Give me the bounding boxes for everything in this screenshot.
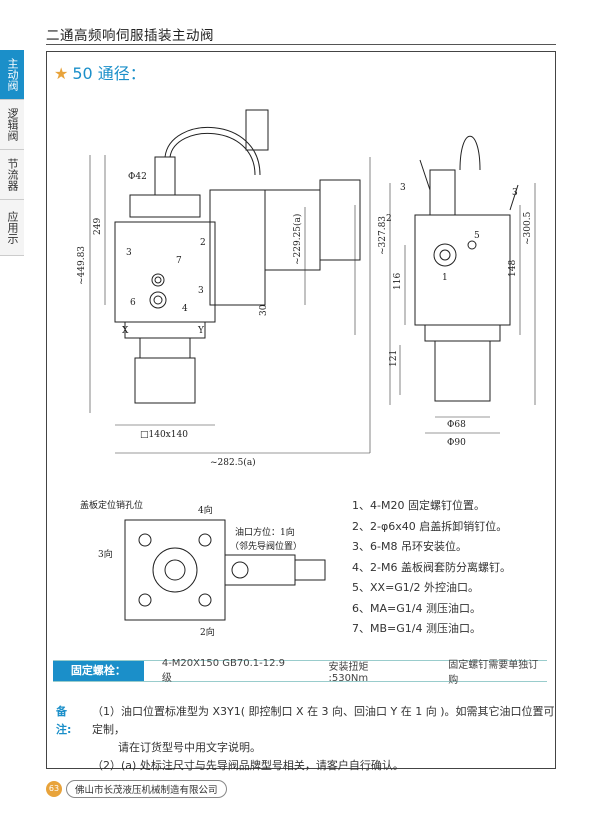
label-n7: 7 [176,256,182,266]
label-n6: 6 [130,298,136,308]
star-icon: ★ [54,64,69,83]
label-148: 148 [508,260,518,277]
label-phi90: Φ90 [447,438,466,448]
label-140: □140x140 [140,430,188,440]
label-n3-side: 3 [400,183,406,193]
valve-drawing: Φ42 ~449.83 249 ~229.25(a) 30 □140x140 ~… [77,109,536,468]
label-x: X [122,326,129,336]
note-item: 6、MA=G1/4 测压油口。 [352,601,481,615]
note-item: 2、2-φ6x40 启盖拆卸销钉位。 [352,519,508,533]
coil-housing [154,156,176,196]
label-locating-hole: 盖板定位销孔位 [80,499,143,511]
label-n4: 4 [182,304,188,314]
side-tab-application[interactable]: 应用示例 [0,200,24,256]
label-n2-side: 2 [386,214,392,224]
remark-line: （2）(a) 处标注尺寸与先导阀品牌型号相关，请客户自行确认。 [92,759,404,772]
label-oil-port-note: （邻先导阀位置） [230,540,302,552]
content-frame [46,51,556,769]
pilot-valve [209,189,266,306]
label-n1: 1 [442,273,448,283]
bolt-note: 固定螺钉需要单独订购 [448,660,539,686]
label-n3: 3 [126,248,132,258]
side-tab-throttle[interactable]: 节流器 [0,150,24,200]
label-n3-side-right: 3 [512,188,518,198]
bolt-label: 固定螺栓： [53,661,144,681]
plan-view-drawing: 盖板定位销孔位 4向 3向 2向 油口方位：1向 （邻先导阀位置） [80,499,326,638]
bolt-torque: 安装扭矩 :530Nm [328,662,369,684]
side-view-block [414,214,511,326]
cartridge-sleeve [134,357,196,404]
side-tabs: 主动阀 逻辑阀 节流器 应用示例 [0,50,24,256]
side-tab-logic-valve[interactable]: 逻辑阀 [0,100,24,150]
note-item: 7、MB=G1/4 测压油口。 [352,622,481,635]
title-rule [46,44,556,45]
label-449: ~449.83 [77,246,87,285]
section-heading: ★50 通径： [54,60,146,84]
label-oil-port: 油口方位：1向 [235,526,295,538]
note-item: 3、6-M8 吊环安装位。 [352,540,467,553]
label-30: 30 [259,304,269,316]
label-282: ~282.5(a) [210,457,256,468]
label-n2: 2 [200,238,206,248]
label-dir3: 3向 [98,548,113,560]
label-dir2: 2向 [200,626,215,638]
label-249: 249 [93,218,103,235]
label-dir4: 4向 [198,504,213,516]
label-n5: 5 [474,231,480,241]
plan-cover [124,519,226,621]
label-327: ~327.83 [378,216,388,255]
page-number: 63 [46,781,62,797]
section-title: 50 通径： [72,64,146,83]
note-item: 5、XX=G1/2 外控油口。 [352,581,480,594]
label-229: ~229.25(a) [292,214,303,265]
bolt-spec-bar: 固定螺栓： 4-M20X150 GB70.1-12.9 级 安装扭矩 :530N… [53,658,547,686]
remark-line: （1）油口位置标准型为 X3Y1( 即控制口 X 在 3 向、回油口 Y 在 1… [92,705,555,736]
side-tab-main-valve[interactable]: 主动阀 [0,50,24,100]
footer: 63 佛山市长茂液压机械制造有限公司 [46,780,227,798]
remark-label: 备注: [56,705,72,736]
label-phi68: Φ68 [447,420,466,430]
note-item: 1、4-M20 固定螺钉位置。 [352,499,485,512]
label-phi42: Φ42 [128,172,147,182]
label-y: Y [197,326,205,336]
bolt-spec: 4-M20X150 GB70.1-12.9 级 [161,658,286,684]
label-n3b: 3 [198,286,204,296]
company-name: 佛山市长茂液压机械制造有限公司 [66,780,227,798]
label-116: 116 [393,273,403,290]
remark-line: 请在订货型号中用文字说明。 [118,741,261,754]
note-item: 4、2-M6 盖板阀套防分离螺钉。 [352,560,511,574]
page-title: 二通高频响伺服插装主动阀 [46,28,214,44]
label-121: 121 [389,350,399,367]
label-300: ~300.5 [523,211,533,245]
notes-list: 1、4-M20 固定螺钉位置。 2、2-φ6x40 启盖拆卸销钉位。 3、6-M… [352,496,511,640]
